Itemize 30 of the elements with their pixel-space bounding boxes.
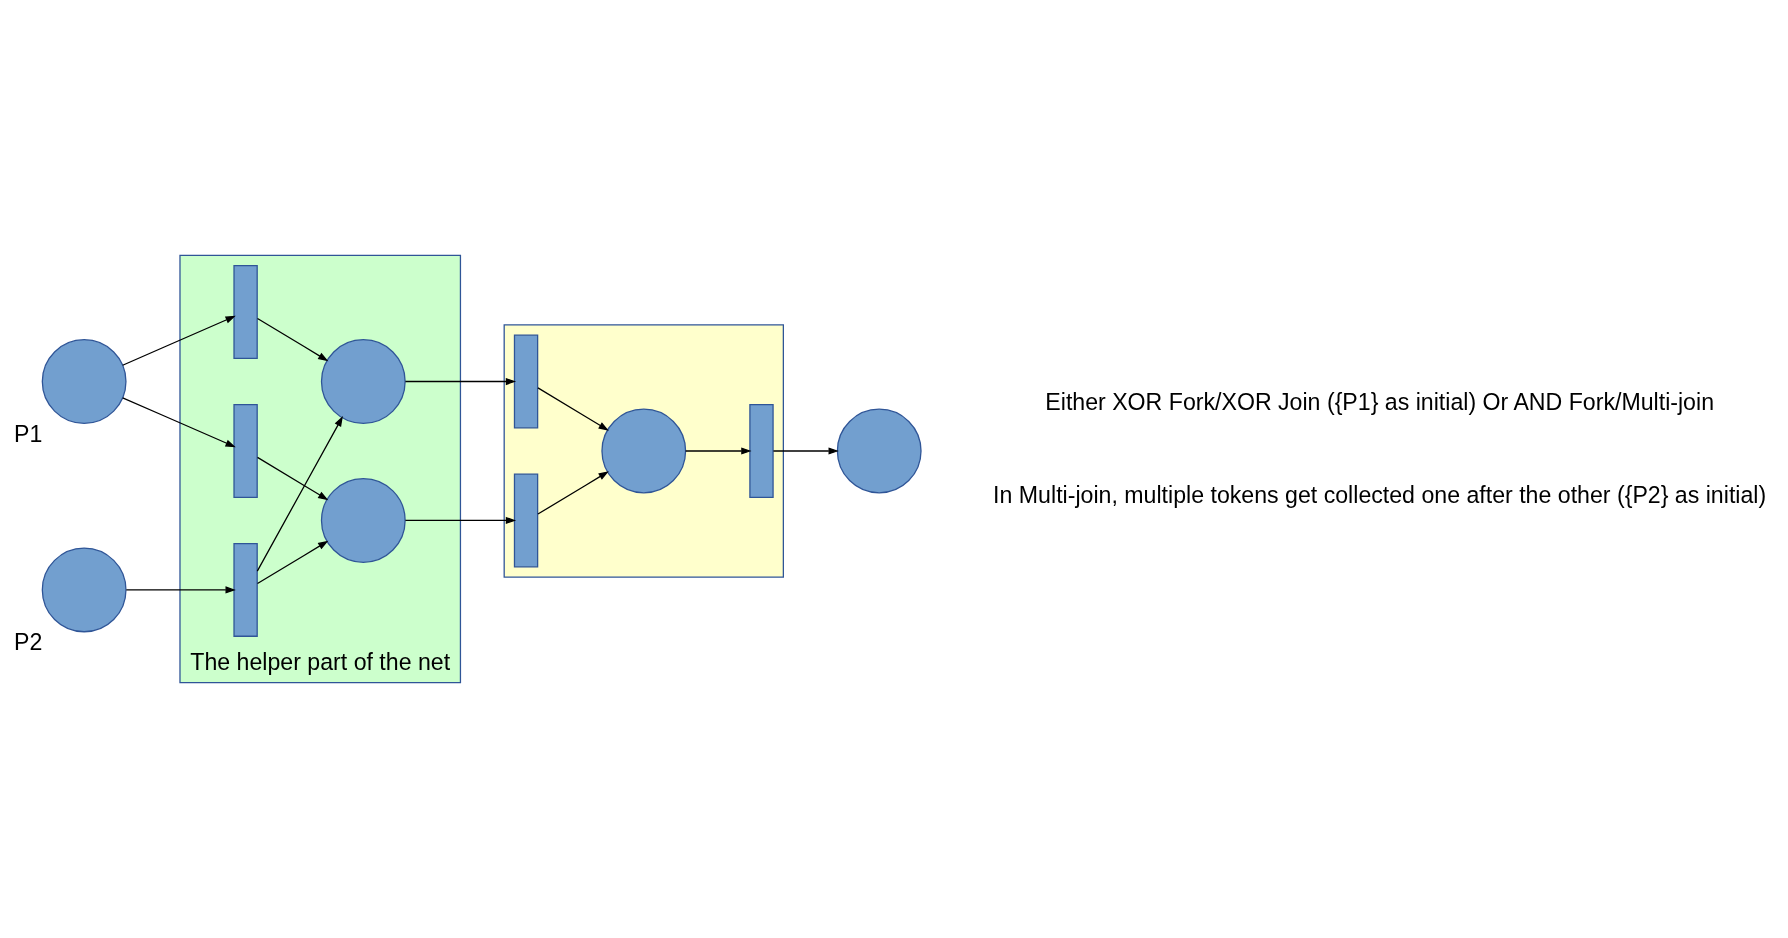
node-bar	[513, 334, 539, 429]
arrow	[125, 586, 236, 594]
node-bar	[233, 265, 258, 359]
node-circle	[836, 408, 922, 494]
arrow	[256, 416, 343, 572]
cluster: The helper part of the net	[179, 254, 462, 684]
arrow	[685, 447, 752, 455]
arrow	[122, 397, 236, 448]
node-bar	[749, 404, 774, 498]
label: In Multi-join, multiple tokens get collected one after the other ({P2} as initial)	[993, 481, 1767, 508]
arrow	[256, 456, 329, 501]
arrow	[537, 387, 609, 431]
node-circle	[320, 478, 406, 563]
node-circle	[41, 547, 127, 633]
node-circle	[41, 339, 127, 424]
arrow	[256, 540, 329, 585]
node-bar	[233, 404, 258, 498]
arrow	[404, 516, 517, 525]
node-label: P1	[14, 420, 43, 447]
node-bar	[233, 542, 258, 637]
arrow	[404, 377, 517, 386]
node-label: P2	[14, 629, 43, 656]
node-circle	[601, 408, 687, 494]
arrow	[256, 317, 329, 362]
arrow	[537, 471, 609, 515]
arrow	[772, 447, 839, 455]
node-bar	[513, 473, 539, 568]
node-circle	[320, 339, 406, 424]
label: Either XOR Fork/XOR Join ({P1} as initial) Or AND Fork/Multi-join	[1045, 389, 1715, 416]
arrow	[122, 315, 236, 366]
